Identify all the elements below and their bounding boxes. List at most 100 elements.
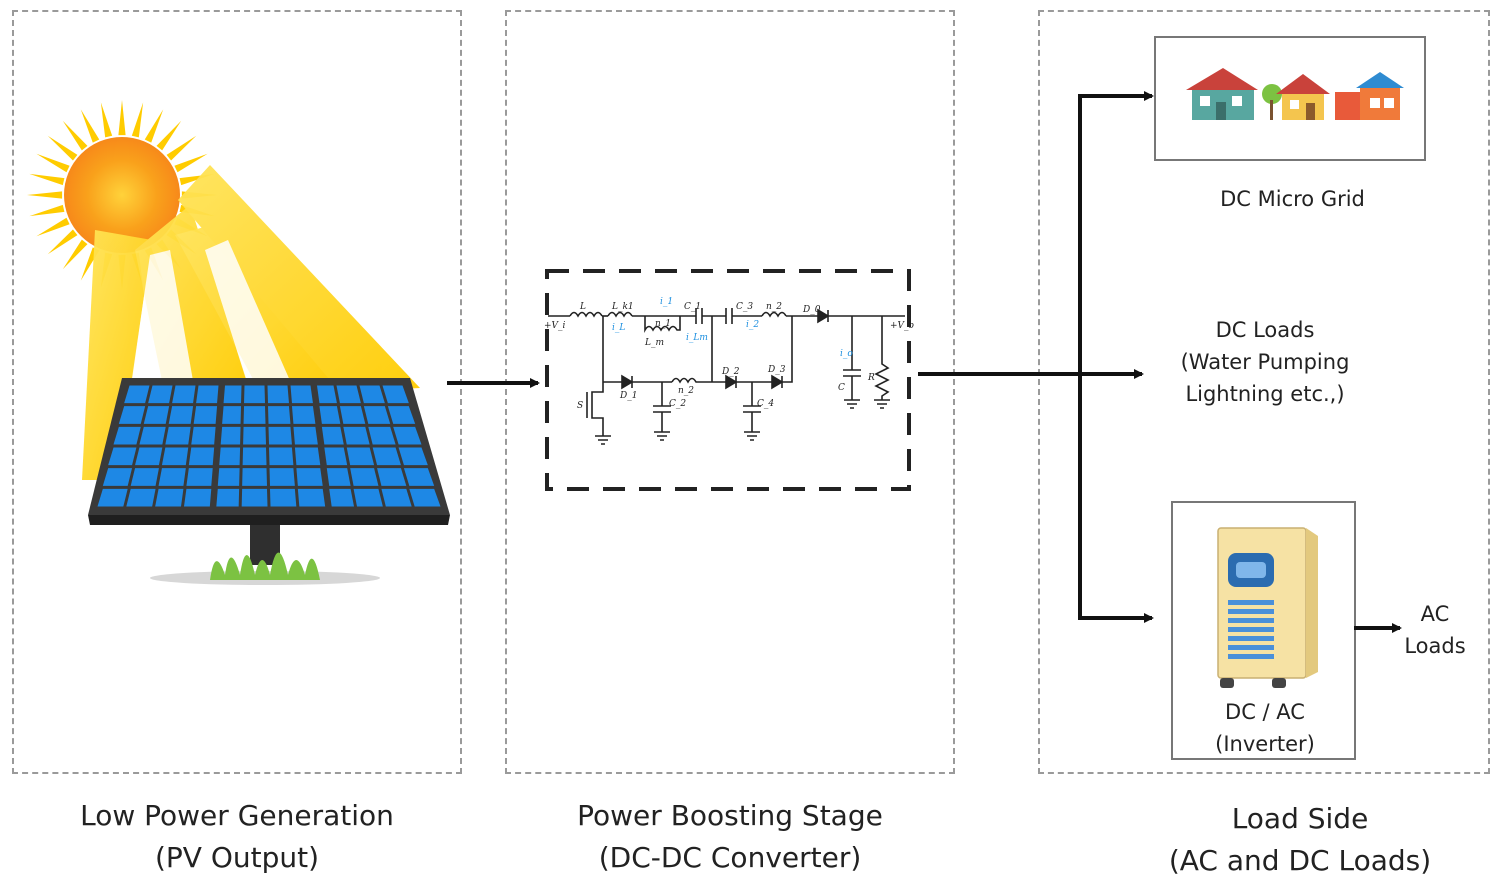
house-icon-3 [1335, 72, 1404, 120]
microgrid-box [1154, 36, 1426, 161]
solar-cell [158, 468, 186, 486]
inverter-vent [1228, 600, 1274, 605]
solar-cell [268, 426, 292, 445]
circuit-label: C_2 [669, 399, 686, 409]
solar-cell [297, 488, 326, 507]
solar-cell [324, 447, 348, 466]
sun-ray [47, 229, 78, 255]
microgrid-text: DC Micro Grid [1220, 187, 1365, 211]
pv-caption: Low Power Generation (PV Output) [12, 795, 462, 879]
ac-loads-line-1: AC [1420, 602, 1450, 626]
solar-cell [222, 406, 242, 424]
solar-cell [126, 488, 156, 507]
circuit-label: S [577, 401, 583, 411]
solar-cell [243, 426, 266, 445]
solar-cell [393, 426, 422, 445]
solar-cell [223, 385, 242, 404]
dc-loads-desc-1: (Water Pumping [1180, 350, 1350, 374]
sun-ray [29, 204, 65, 217]
solar-cell [193, 406, 218, 424]
solar-cell [372, 447, 401, 466]
sun-ray [100, 102, 113, 138]
sun-ray [174, 153, 208, 173]
circuit-label: D_1 [619, 391, 637, 401]
circuit-label: L [579, 302, 586, 312]
ac-loads-label: AC Loads [1390, 598, 1480, 662]
solar-cell [326, 468, 351, 486]
solar-cell [409, 488, 441, 507]
solar-panel-icon [88, 378, 450, 585]
solar-cell [130, 468, 159, 486]
sun-ray [62, 239, 88, 270]
circuit-label: D_2 [721, 367, 740, 377]
solar-cell [319, 406, 341, 424]
solar-cell [343, 426, 370, 445]
sun-ray [131, 102, 144, 138]
solar-cell [244, 385, 265, 404]
house-icon-2 [1262, 74, 1330, 120]
solar-cell [161, 447, 189, 466]
solar-cell [118, 406, 146, 424]
solar-cell [108, 447, 137, 466]
solar-cell [398, 447, 428, 466]
pv-caption-subtitle: (PV Output) [154, 841, 320, 874]
sun-ray [144, 109, 164, 143]
inverter-box [1171, 501, 1356, 760]
solar-cell [188, 447, 215, 466]
sun-ray [36, 217, 70, 237]
solar-cell [336, 385, 361, 404]
solar-cell [219, 447, 241, 466]
circuit-label: R [867, 373, 875, 383]
solar-cell [196, 385, 219, 404]
solar-cell [353, 488, 383, 507]
circuit-label: i_L [612, 323, 625, 333]
solar-cell [368, 426, 396, 445]
load-distribution-bus [1078, 91, 1154, 623]
sun-ray [36, 153, 70, 173]
boost-caption-subtitle: (DC-DC Converter) [598, 841, 862, 874]
solar-cell [241, 488, 268, 507]
solar-cell [403, 468, 435, 486]
solar-cell [135, 447, 163, 466]
solar-cell [329, 488, 354, 507]
circuit-label: D_3 [767, 365, 786, 375]
inverter-label: DC / AC (Inverter) [1175, 696, 1355, 760]
solar-cell [155, 488, 184, 507]
solar-cell [350, 468, 379, 486]
solar-cell [184, 488, 212, 507]
inverter-vent [1228, 627, 1274, 632]
inverter-icon [1217, 527, 1318, 688]
solar-cell [220, 426, 241, 445]
sun-ray [166, 135, 197, 161]
circuit-label: C_3 [736, 302, 753, 312]
boost-caption: Power Boosting Stage (DC-DC Converter) [505, 795, 955, 879]
load-side-panel [1038, 10, 1490, 774]
solar-cell [243, 406, 266, 424]
sun-ray [29, 173, 65, 186]
inverter-vent [1228, 645, 1274, 650]
grass-icon [210, 552, 320, 580]
solar-cell [216, 488, 240, 507]
load-caption-title: Load Side [1231, 802, 1369, 835]
circuit-label: +V_o [890, 321, 915, 331]
circuit-label: i_1 [660, 297, 673, 307]
solar-cell [186, 468, 213, 486]
circuit-label: n_1 [655, 319, 671, 329]
solar-cell [381, 488, 412, 507]
solar-cell [165, 426, 191, 445]
solar-cell [269, 468, 295, 486]
dc-loads-label: DC Loads (Water Pumping Lightning etc.,) [1150, 314, 1380, 410]
circuit-label: i_2 [746, 320, 759, 330]
sun-ray [62, 120, 88, 151]
solar-cell [321, 426, 344, 445]
solar-cell [268, 406, 291, 424]
solar-cell [293, 426, 318, 445]
inverter-subtitle: (Inverter) [1215, 732, 1315, 756]
load-caption: Load Side (AC and DC Loads) [1080, 798, 1500, 882]
solar-cell [346, 447, 375, 466]
solar-cell [168, 406, 194, 424]
solar-cell [217, 468, 240, 486]
solar-cell [269, 447, 294, 466]
